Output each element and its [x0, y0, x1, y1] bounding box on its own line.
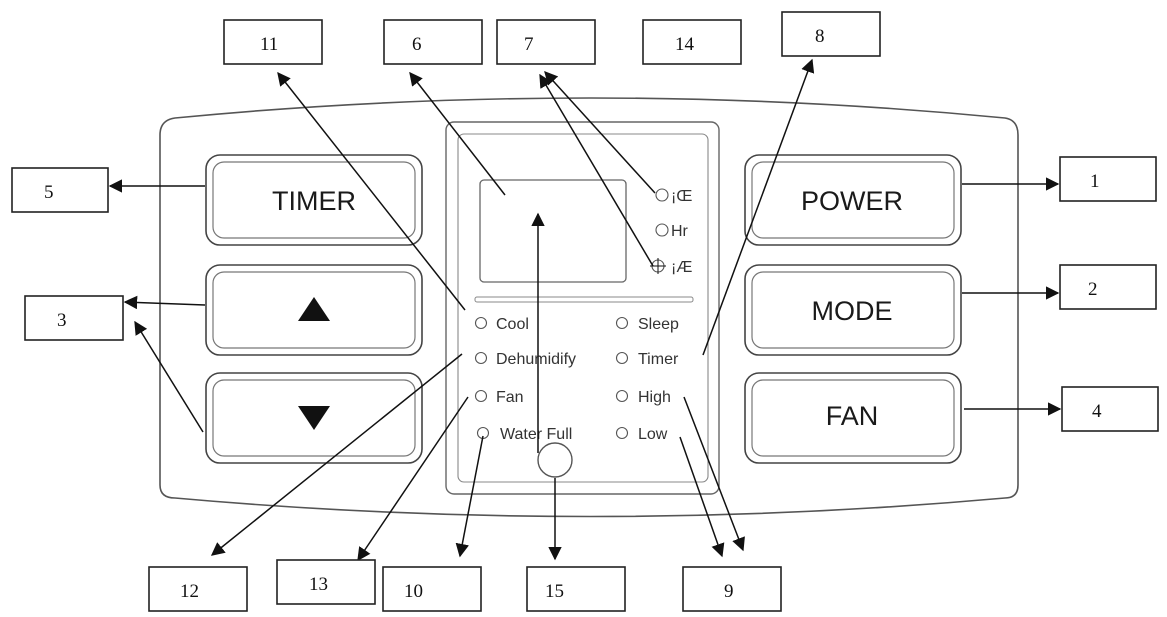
callout-13: 13	[276, 559, 376, 605]
high-indicator-label: High	[638, 389, 671, 406]
celsius-unit-label: ¡Œ	[671, 188, 692, 205]
timer-button[interactable]: TIMER	[205, 154, 423, 246]
callout-15: 15	[526, 566, 626, 612]
dehumidify-led	[474, 351, 488, 365]
svg-text:3: 3	[57, 310, 67, 331]
svg-text:1: 1	[1090, 171, 1100, 192]
svg-text:7: 7	[524, 34, 534, 55]
cool-indicator-label: Cool	[496, 316, 529, 333]
leader-line-9b	[679, 436, 725, 558]
leader-line-7b	[539, 73, 654, 267]
up-arrow-icon	[298, 297, 330, 321]
low-indicator-label: Low	[638, 426, 668, 443]
leader-line-7a	[544, 71, 656, 194]
callout-7: 7	[496, 19, 596, 65]
dehumidify-indicator-label: Dehumidify	[496, 351, 576, 368]
callout-6: 6	[383, 19, 483, 65]
callout-5: 5	[11, 167, 109, 213]
mode-button[interactable]: MODE	[744, 264, 962, 356]
leader-line-13	[357, 396, 469, 562]
svg-text:12: 12	[180, 581, 199, 602]
hour-led	[655, 223, 669, 237]
callout-8: 8	[781, 11, 881, 57]
svg-text:5: 5	[44, 182, 54, 203]
callout-9: 9	[682, 566, 782, 612]
svg-text:13: 13	[309, 574, 328, 595]
callout-10: 10	[382, 566, 482, 612]
fan-indicator-label: Fan	[496, 389, 524, 406]
leader-line-8	[702, 58, 815, 356]
power-button[interactable]: POWER	[744, 154, 962, 246]
callout-14: 14	[642, 19, 742, 65]
celsius-led	[655, 188, 669, 202]
leader-line-3b	[134, 320, 204, 433]
svg-text:6: 6	[412, 34, 422, 55]
fahrenheit-unit-label: ¡Æ	[671, 259, 692, 276]
lcd-screen	[479, 179, 627, 283]
cool-led	[474, 316, 488, 330]
display-divider	[474, 296, 694, 303]
svg-text:9: 9	[724, 581, 734, 602]
svg-text:15: 15	[545, 581, 564, 602]
leader-line-12	[210, 353, 463, 556]
svg-text:4: 4	[1092, 401, 1102, 422]
leader-line-9a	[683, 396, 745, 552]
svg-text:2: 2	[1088, 279, 1098, 300]
leader-line-11	[277, 71, 466, 311]
mode-button-label: MODE	[812, 296, 893, 326]
power-button-label: POWER	[801, 186, 903, 216]
svg-text:8: 8	[815, 26, 825, 47]
svg-text:10: 10	[404, 581, 423, 602]
leader-line-6	[409, 71, 506, 196]
fan-led	[474, 389, 488, 403]
svg-text:11: 11	[260, 34, 278, 55]
sleep-led	[615, 316, 629, 330]
up-button[interactable]	[205, 264, 423, 356]
timer-indicator-label: Timer	[638, 351, 679, 368]
callout-11: 11	[223, 19, 323, 65]
callout-2: 2	[1059, 264, 1157, 310]
fan-button[interactable]: FAN	[744, 372, 962, 464]
callout-1: 1	[1059, 156, 1157, 202]
callout-12: 12	[148, 566, 248, 612]
leader-line-3a	[123, 295, 206, 310]
low-led	[615, 426, 629, 440]
callout-4: 4	[1061, 386, 1159, 432]
fan-button-label: FAN	[826, 401, 879, 431]
high-led	[615, 389, 629, 403]
down-button[interactable]	[205, 372, 423, 464]
down-arrow-icon	[298, 406, 330, 430]
svg-text:14: 14	[675, 34, 695, 55]
sleep-indicator-label: Sleep	[638, 316, 679, 333]
leader-line-10	[455, 435, 484, 558]
ir-receiver	[537, 442, 573, 478]
water-full-indicator-label: Water Full	[500, 426, 572, 443]
callout-3: 3	[24, 295, 124, 341]
timer-led	[615, 351, 629, 365]
hour-unit-label: Hr	[671, 223, 689, 240]
timer-button-label: TIMER	[272, 186, 356, 216]
